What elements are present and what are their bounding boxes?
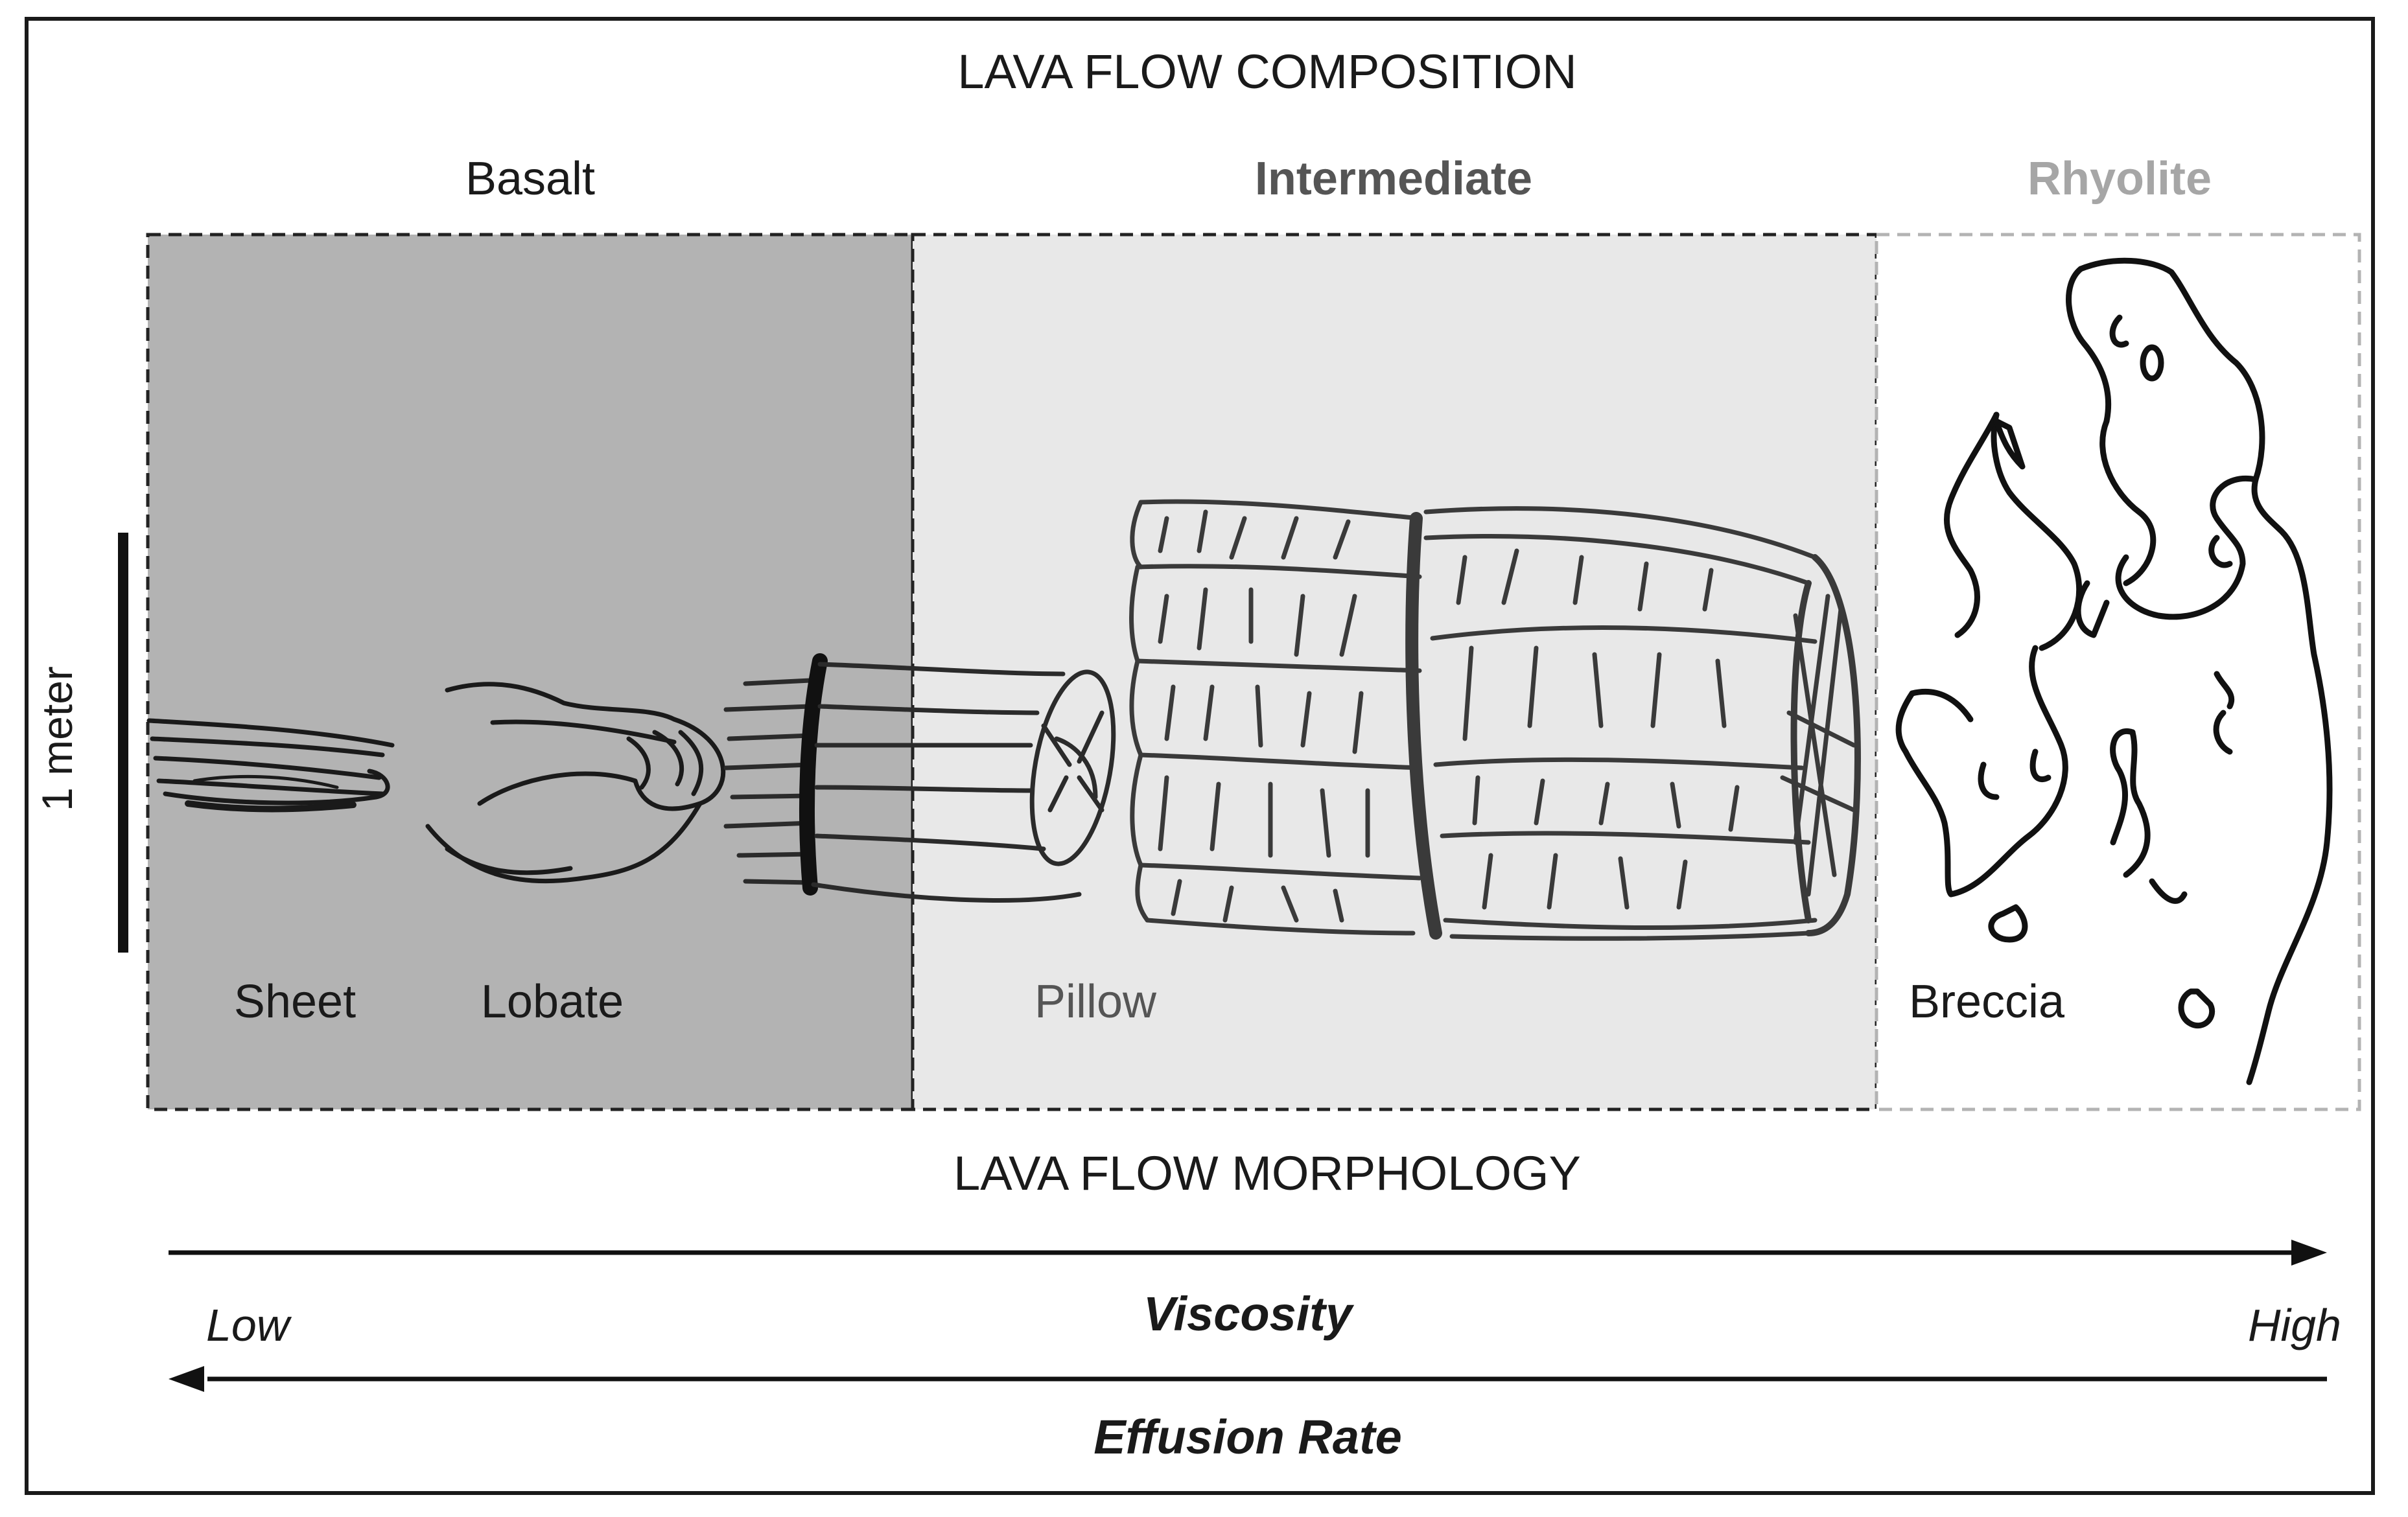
breccia-sketch bbox=[1895, 257, 2333, 1085]
pillow-tube-sketch bbox=[723, 653, 1116, 903]
effusion-rate-arrow bbox=[169, 1366, 2327, 1392]
high-label: High bbox=[2248, 1300, 2341, 1350]
scale-bar-label: 1 meter bbox=[33, 666, 81, 811]
breccia-label: Breccia bbox=[1908, 976, 2065, 1028]
sheet-flow-sketch bbox=[146, 718, 395, 813]
sheet-label: Sheet bbox=[233, 976, 357, 1028]
lobate-label: Lobate bbox=[480, 976, 624, 1028]
rhyolite-zone bbox=[1875, 233, 2361, 1111]
morphology-title: LAVA FLOW MORPHOLOGY bbox=[953, 1146, 1581, 1200]
intermediate-label: Intermediate bbox=[1254, 153, 1533, 205]
composition-title: LAVA FLOW COMPOSITION bbox=[957, 45, 1577, 98]
figure-frame bbox=[25, 17, 2375, 1495]
viscosity-arrow bbox=[169, 1240, 2327, 1266]
viscosity-label: Viscosity bbox=[1143, 1287, 1353, 1341]
pillow-label: Pillow bbox=[1034, 976, 1157, 1028]
effusion-rate-label: Effusion Rate bbox=[1093, 1410, 1402, 1464]
pillow-stack-sketch bbox=[1129, 499, 1861, 941]
lobate-flow-sketch bbox=[425, 682, 726, 884]
basalt-zone bbox=[146, 233, 915, 1111]
low-label: Low bbox=[206, 1300, 290, 1350]
basalt-label: Basalt bbox=[465, 153, 596, 205]
rhyolite-label: Rhyolite bbox=[2027, 153, 2212, 205]
